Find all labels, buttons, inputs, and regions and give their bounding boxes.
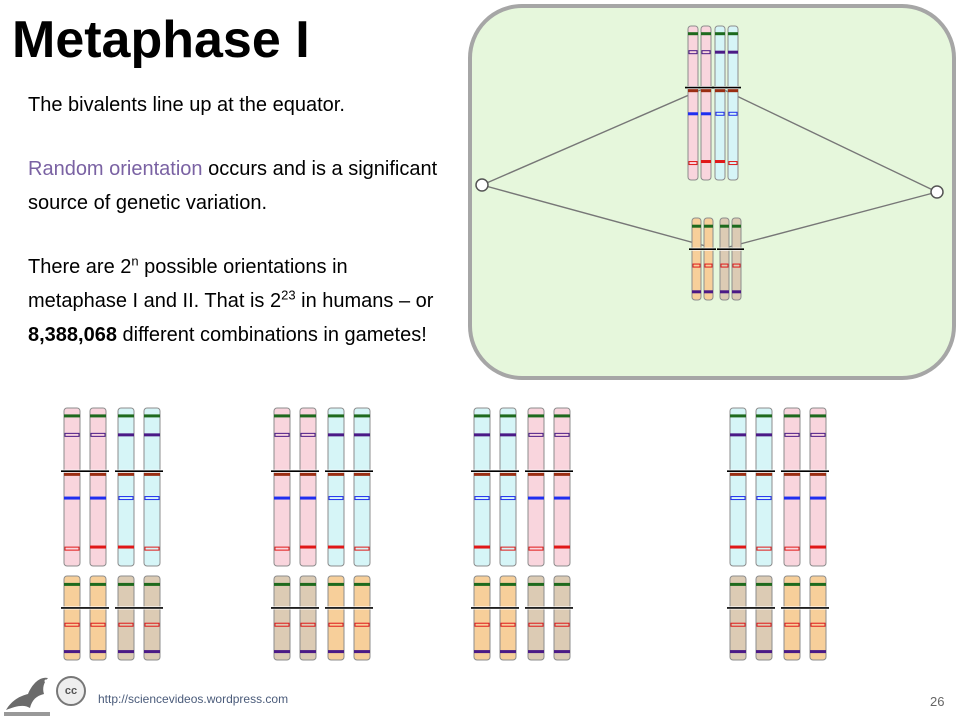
gamete-1-large-cyan (115, 407, 163, 567)
bivalent-large-pink (685, 25, 714, 181)
paragraph-equator: The bivalents line up at the equator. (28, 94, 345, 116)
gamete-1-large-pink-chromatid (63, 407, 81, 567)
gamete-1-large-pink (61, 407, 109, 567)
gamete-4-large-cyan (727, 407, 775, 567)
gamete-2-small-tan (271, 575, 319, 661)
gamete-4-small-orange-chromatid (783, 575, 801, 661)
gamete-3-large-pink-chromatid (553, 407, 571, 567)
gamete-3-small-orange (471, 575, 519, 661)
gamete-3-large-pink (525, 407, 573, 567)
gamete-3-large-cyan (471, 407, 519, 567)
bivalent-large-cyan (712, 25, 741, 181)
gamete-1-small-tan-chromatid (117, 575, 135, 661)
gamete-4-small-tan-chromatid (729, 575, 747, 661)
chromosome-sets (61, 25, 829, 661)
gamete-2-large-pink (271, 407, 319, 567)
gamete-2-large-pink-chromatid (299, 407, 317, 567)
gamete-3-small-tan (525, 575, 573, 661)
gamete-4-small-orange (781, 575, 829, 661)
spindle-fibres (481, 87, 938, 249)
gamete-3-large-cyan-chromatid (499, 407, 517, 567)
bivalent-large-cyan-chromatid (714, 25, 726, 181)
gamete-3-small-orange-chromatid (473, 575, 491, 661)
gamete-4-large-pink (781, 407, 829, 567)
lizard-logo-icon (4, 677, 50, 716)
gamete-2-small-orange (325, 575, 373, 661)
p3-part1: There are 2 (28, 256, 132, 278)
combinations-count: 8,388,068 (28, 324, 117, 346)
p3-part4: different combinations in gametes! (116, 324, 427, 346)
gamete-4-small-tan (727, 575, 775, 661)
gamete-4-large-cyan-chromatid (755, 407, 773, 567)
gamete-4-small-tan-chromatid (755, 575, 773, 661)
gamete-2-small-tan-chromatid (299, 575, 317, 661)
gamete-2-large-pink-chromatid (273, 407, 291, 567)
bivalent-small-tan-chromatid (731, 217, 742, 301)
p3-sup-23: 23 (281, 287, 296, 303)
gamete-3-small-orange-chromatid (499, 575, 517, 661)
gamete-1-large-cyan-chromatid (143, 407, 161, 567)
footer-url-link[interactable]: http://sciencevideos.wordpress.com (98, 692, 289, 706)
spindle-pole-icon (930, 185, 944, 199)
gamete-1-small-tan (115, 575, 163, 661)
paragraph2-rest: occurs and is a significant source of ge… (28, 158, 438, 214)
spindle-pole-icon (475, 178, 489, 192)
gamete-3-large-cyan-chromatid (473, 407, 491, 567)
gamete-3-large-pink-chromatid (527, 407, 545, 567)
gamete-1-small-orange (61, 575, 109, 661)
paragraph-random-orientation: Random orientation occurs and is a signi… (28, 152, 448, 220)
gamete-3-small-tan-chromatid (527, 575, 545, 661)
gamete-2-large-cyan-chromatid (353, 407, 371, 567)
bivalent-small-tan (717, 217, 744, 301)
cc-icon: cc (56, 676, 86, 706)
gamete-4-large-pink-chromatid (809, 407, 827, 567)
bivalent-large-pink-chromatid (700, 25, 712, 181)
gamete-2-large-cyan-chromatid (327, 407, 345, 567)
bivalent-small-orange-chromatid (691, 217, 702, 301)
p3-part3: in humans – or (295, 290, 434, 312)
gamete-4-large-pink-chromatid (783, 407, 801, 567)
bivalent-small-tan-chromatid (719, 217, 730, 301)
bivalent-small-orange (689, 217, 716, 301)
bivalent-large-pink-chromatid (687, 25, 699, 181)
gamete-2-small-orange-chromatid (327, 575, 345, 661)
gamete-2-large-cyan (325, 407, 373, 567)
cell-membrane (468, 4, 956, 380)
p3-sup-n: n (131, 253, 139, 269)
paragraph-orientations: There are 2n possible orientations in me… (28, 250, 448, 352)
gamete-4-large-cyan-chromatid (729, 407, 747, 567)
gamete-3-small-tan-chromatid (553, 575, 571, 661)
gamete-1-large-cyan-chromatid (117, 407, 135, 567)
bivalent-small-orange-chromatid (703, 217, 714, 301)
gamete-1-small-orange-chromatid (63, 575, 81, 661)
gamete-1-large-pink-chromatid (89, 407, 107, 567)
p3-part2: possible orientations in metaphase I and… (28, 256, 348, 312)
gamete-2-small-tan-chromatid (273, 575, 291, 661)
slide-title: Metaphase I (12, 11, 310, 69)
gamete-4-small-orange-chromatid (809, 575, 827, 661)
slide-number: 26 (930, 694, 945, 709)
bivalent-large-cyan-chromatid (727, 25, 739, 181)
gamete-2-small-orange-chromatid (353, 575, 371, 661)
gamete-1-small-tan-chromatid (143, 575, 161, 661)
highlight-random-orientation: Random orientation (28, 158, 203, 180)
gamete-1-small-orange-chromatid (89, 575, 107, 661)
